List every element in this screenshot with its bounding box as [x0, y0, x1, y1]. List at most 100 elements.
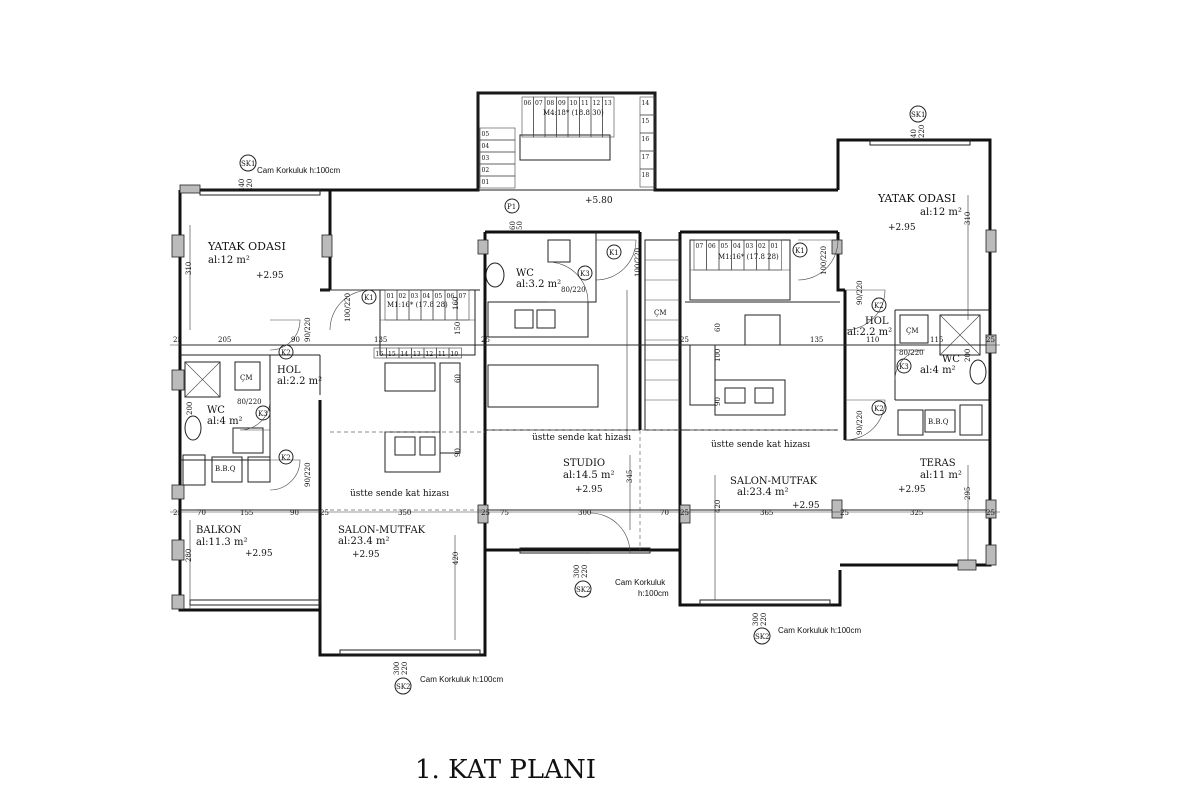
stair-labels: M4:18* (18.8 30) M1:16* (17.8 28) M1:16*… — [387, 109, 779, 309]
step-number: 03 — [411, 293, 419, 300]
svg-text:365: 365 — [760, 509, 773, 517]
svg-text:25: 25 — [173, 336, 182, 344]
room-area: al:4 m² — [920, 365, 956, 376]
svg-text:K2: K2 — [874, 302, 884, 310]
svg-text:220: 220 — [246, 179, 254, 192]
svg-text:200: 200 — [186, 402, 194, 415]
svg-text:25: 25 — [320, 509, 329, 517]
room-name: SALON-MUTFAK — [730, 476, 818, 487]
tag-sk2: SK2 — [394, 677, 412, 695]
railing-note: Cam Korkuluk h:100cm — [420, 675, 503, 684]
svg-text:100/220: 100/220 — [820, 246, 828, 275]
room-area: al:2.2 m² — [277, 376, 322, 387]
stair-step — [448, 347, 462, 359]
room-area: al:11 m² — [920, 470, 962, 481]
svg-text:90: 90 — [290, 509, 299, 517]
svg-text:SK1: SK1 — [911, 111, 925, 119]
svg-text:50: 50 — [516, 221, 524, 230]
svg-text:345: 345 — [626, 470, 634, 483]
upper-floor-lines — [330, 429, 838, 550]
railing-note: Cam Korkuluk h:100cm — [778, 626, 861, 635]
svg-text:70: 70 — [660, 509, 669, 517]
svg-text:90: 90 — [291, 336, 300, 344]
svg-text:K1: K1 — [795, 247, 805, 255]
svg-text:350: 350 — [398, 509, 411, 517]
step-number: 10 — [451, 351, 459, 358]
windows — [171, 184, 997, 610]
step-number: 02 — [399, 293, 407, 300]
svg-text:280: 280 — [185, 549, 193, 562]
room-name: WC — [207, 405, 225, 416]
room-name: BALKON — [196, 525, 242, 536]
svg-text:K3: K3 — [258, 410, 268, 418]
svg-text:155: 155 — [240, 509, 253, 517]
svg-text:60: 60 — [714, 323, 722, 332]
stair-step — [602, 96, 615, 138]
svg-text:420: 420 — [714, 500, 722, 513]
svg-text:25: 25 — [840, 509, 849, 517]
tag-sk2: SK2 — [753, 627, 771, 645]
railing-note: Cam Korkuluk h:100cm — [257, 166, 340, 175]
level-mark: +2.95 — [898, 485, 926, 495]
svg-text:70: 70 — [197, 509, 206, 517]
fixture-labels: ÇM ÇM ÇM B.B.Q B.B.Q — [215, 309, 949, 473]
stair-step — [456, 289, 470, 321]
step-number: 04 — [733, 243, 741, 250]
step-number: 04 — [423, 293, 431, 300]
step-number: 11 — [581, 100, 589, 107]
washer-label: ÇM — [240, 374, 253, 382]
svg-text:25: 25 — [481, 336, 490, 344]
step-number: 02 — [758, 243, 766, 250]
railing-note: Cam Korkuluk — [615, 578, 666, 587]
room-name: STUDIO — [563, 458, 605, 469]
svg-text:90/220: 90/220 — [856, 280, 864, 305]
step-number: 11 — [438, 351, 446, 358]
svg-text:SK2: SK2 — [396, 683, 410, 691]
level-mark: +2.95 — [792, 501, 820, 511]
step-number: 06 — [708, 243, 716, 250]
step-number: 17 — [642, 154, 650, 161]
tag-k1: K1 — [361, 289, 377, 305]
svg-text:135: 135 — [810, 336, 823, 344]
tags: SK1 SK1 SK2 SK2 SK2 P1 K1 K1 — [239, 105, 927, 695]
tag-k2: K2 — [871, 400, 887, 416]
tag-k2: K2 — [278, 344, 294, 360]
svg-text:K1: K1 — [609, 249, 619, 257]
step-number: 05 — [482, 131, 490, 138]
upper-floor-note: üstte sende kat hizası — [532, 433, 631, 443]
svg-text:80/220: 80/220 — [237, 398, 262, 406]
step-number: 13 — [413, 351, 421, 358]
room-area: al:11.3 m² — [196, 537, 247, 548]
step-number: 18 — [642, 172, 650, 179]
tag-k1: K1 — [792, 242, 808, 258]
tag-k1: K1 — [606, 244, 622, 260]
tag-k3: K3 — [255, 405, 271, 421]
dimension-lines — [170, 195, 1000, 640]
tag-k2: K2 — [278, 449, 294, 465]
svg-text:325: 325 — [910, 509, 923, 517]
svg-text:200: 200 — [964, 349, 972, 362]
svg-text:25: 25 — [986, 336, 995, 344]
svg-text:25: 25 — [173, 509, 182, 517]
svg-text:K1: K1 — [364, 294, 374, 302]
svg-text:SK1: SK1 — [241, 160, 255, 168]
level-mark: +2.95 — [888, 223, 916, 233]
svg-text:220: 220 — [581, 565, 589, 578]
svg-text:420: 420 — [452, 552, 460, 565]
step-number: 07 — [535, 100, 543, 107]
tag-k3: K3 — [896, 358, 912, 374]
room-name: YATAK ODASI — [207, 240, 286, 253]
svg-text:90/220: 90/220 — [856, 410, 864, 435]
svg-text:160: 160 — [452, 297, 460, 310]
stair-step — [768, 239, 782, 271]
svg-text:25: 25 — [680, 336, 689, 344]
svg-text:150: 150 — [454, 322, 462, 335]
svg-text:100/220: 100/220 — [344, 293, 352, 322]
step-number: 06 — [524, 100, 532, 107]
room-name: WC — [516, 268, 534, 279]
step-number: 08 — [547, 100, 555, 107]
step-number: 06 — [447, 293, 455, 300]
svg-text:25: 25 — [986, 509, 995, 517]
svg-text:K2: K2 — [874, 405, 884, 413]
